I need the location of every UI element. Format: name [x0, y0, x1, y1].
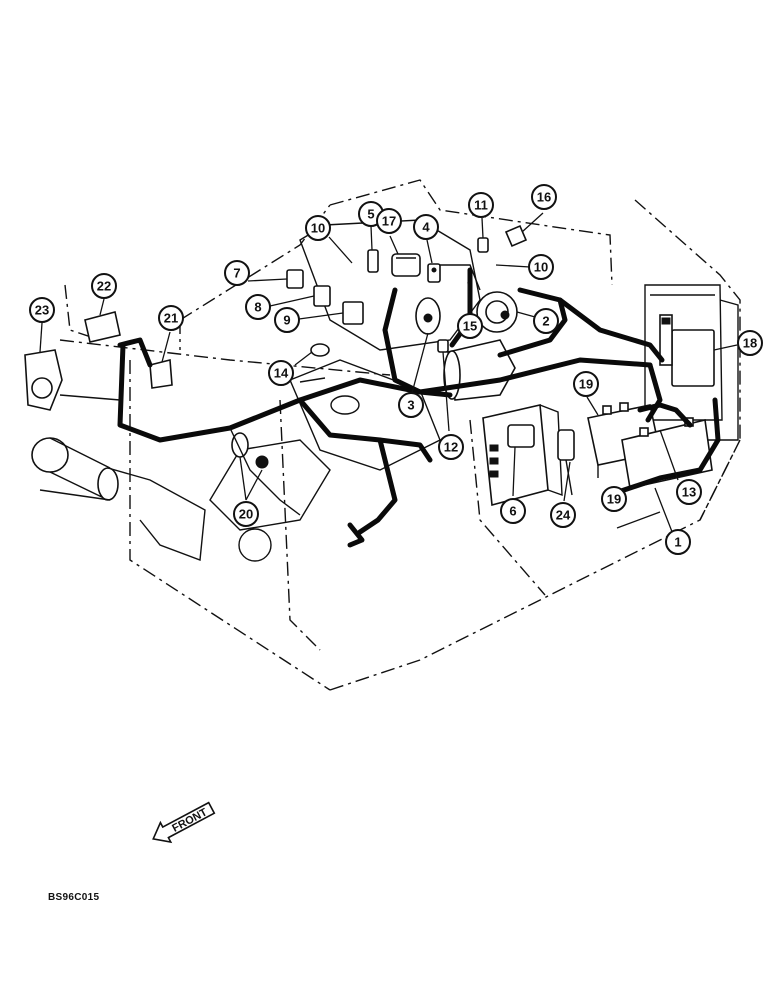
callout-10-right-label: 10	[534, 260, 548, 275]
callout-8: 8	[245, 294, 271, 320]
sender-12	[437, 339, 449, 353]
callout-16: 16	[531, 184, 557, 210]
callout-10-right: 10	[528, 254, 554, 280]
callout-18: 18	[737, 330, 763, 356]
callout-24-label: 24	[556, 508, 571, 523]
fuse-5	[367, 249, 379, 273]
relay-17	[391, 253, 421, 277]
callout-20: 20	[233, 501, 259, 527]
callout-15: 15	[457, 313, 483, 339]
callout-2: 2	[533, 308, 559, 334]
callout-19-top-label: 19	[579, 377, 593, 392]
callout-7: 7	[224, 260, 250, 286]
callout-9: 9	[274, 307, 300, 333]
callout-3-label: 3	[407, 398, 414, 413]
callout-17: 17	[376, 208, 402, 234]
callout-10-left-label: 10	[311, 221, 325, 236]
callout-13-label: 13	[682, 485, 696, 500]
callout-14-label: 14	[274, 366, 289, 381]
callout-22-label: 22	[97, 279, 111, 294]
callout-11-label: 11	[474, 198, 488, 213]
sensor-14	[299, 343, 330, 383]
callout-8-label: 8	[254, 300, 261, 315]
work-lamp-23	[24, 349, 63, 411]
callout-6: 6	[500, 498, 526, 524]
callout-4: 4	[413, 214, 439, 240]
work-lamp-22	[84, 311, 121, 343]
horn-16	[504, 224, 528, 248]
callout-10-left: 10	[305, 215, 331, 241]
callout-7-label: 7	[233, 266, 240, 281]
callout-6-label: 6	[509, 504, 516, 519]
sender-4	[427, 263, 441, 283]
callout-5-label: 5	[367, 207, 374, 222]
callout-12-label: 12	[444, 440, 458, 455]
connector-7	[286, 269, 304, 289]
drawing-code: BS96C015	[48, 892, 100, 903]
callout-19-bottom: 19	[601, 486, 627, 512]
fuse-box-6	[482, 404, 563, 507]
starter-motor	[443, 339, 516, 401]
callout-19-top: 19	[573, 371, 599, 397]
engine-block	[299, 219, 481, 351]
callout-4-label: 4	[422, 220, 430, 235]
callout-14: 14	[268, 360, 294, 386]
callout-18-label: 18	[743, 336, 757, 351]
callout-19-bottom-label: 19	[607, 492, 621, 507]
front-direction-arrow: FRONT	[152, 801, 216, 844]
callout-2-label: 2	[542, 314, 549, 329]
boom-pivot-tube	[31, 437, 206, 561]
alternator	[476, 291, 518, 333]
callout-13: 13	[676, 479, 702, 505]
callout-24: 24	[550, 502, 576, 528]
horn-21	[149, 358, 173, 389]
callout-12: 12	[438, 434, 464, 460]
callout-23: 23	[29, 297, 55, 323]
sensor-11	[477, 237, 489, 253]
connector-8	[313, 285, 331, 307]
callout-20-label: 20	[239, 507, 253, 522]
battery-disconnect-18	[659, 314, 715, 387]
master-switch-24	[557, 429, 575, 496]
callout-15-label: 15	[463, 319, 477, 334]
boom-mount	[209, 359, 441, 562]
callout-16-label: 16	[537, 190, 551, 205]
front-arrow-label: FRONT	[170, 806, 209, 835]
solenoid-3	[415, 297, 441, 335]
light-20	[231, 432, 269, 469]
callout-3: 3	[398, 392, 424, 418]
callout-17-label: 17	[382, 214, 396, 229]
callout-1-label: 1	[674, 535, 681, 550]
callout-23-label: 23	[35, 303, 49, 318]
callout-22: 22	[91, 273, 117, 299]
connector-9	[342, 301, 364, 325]
callout-11: 11	[468, 192, 494, 218]
callout-21-label: 21	[164, 311, 178, 326]
wiring-harness	[59, 267, 721, 548]
leader-lines	[39, 212, 738, 543]
callout-9-label: 9	[283, 313, 290, 328]
callout-1: 1	[665, 529, 691, 555]
callout-21: 21	[158, 305, 184, 331]
